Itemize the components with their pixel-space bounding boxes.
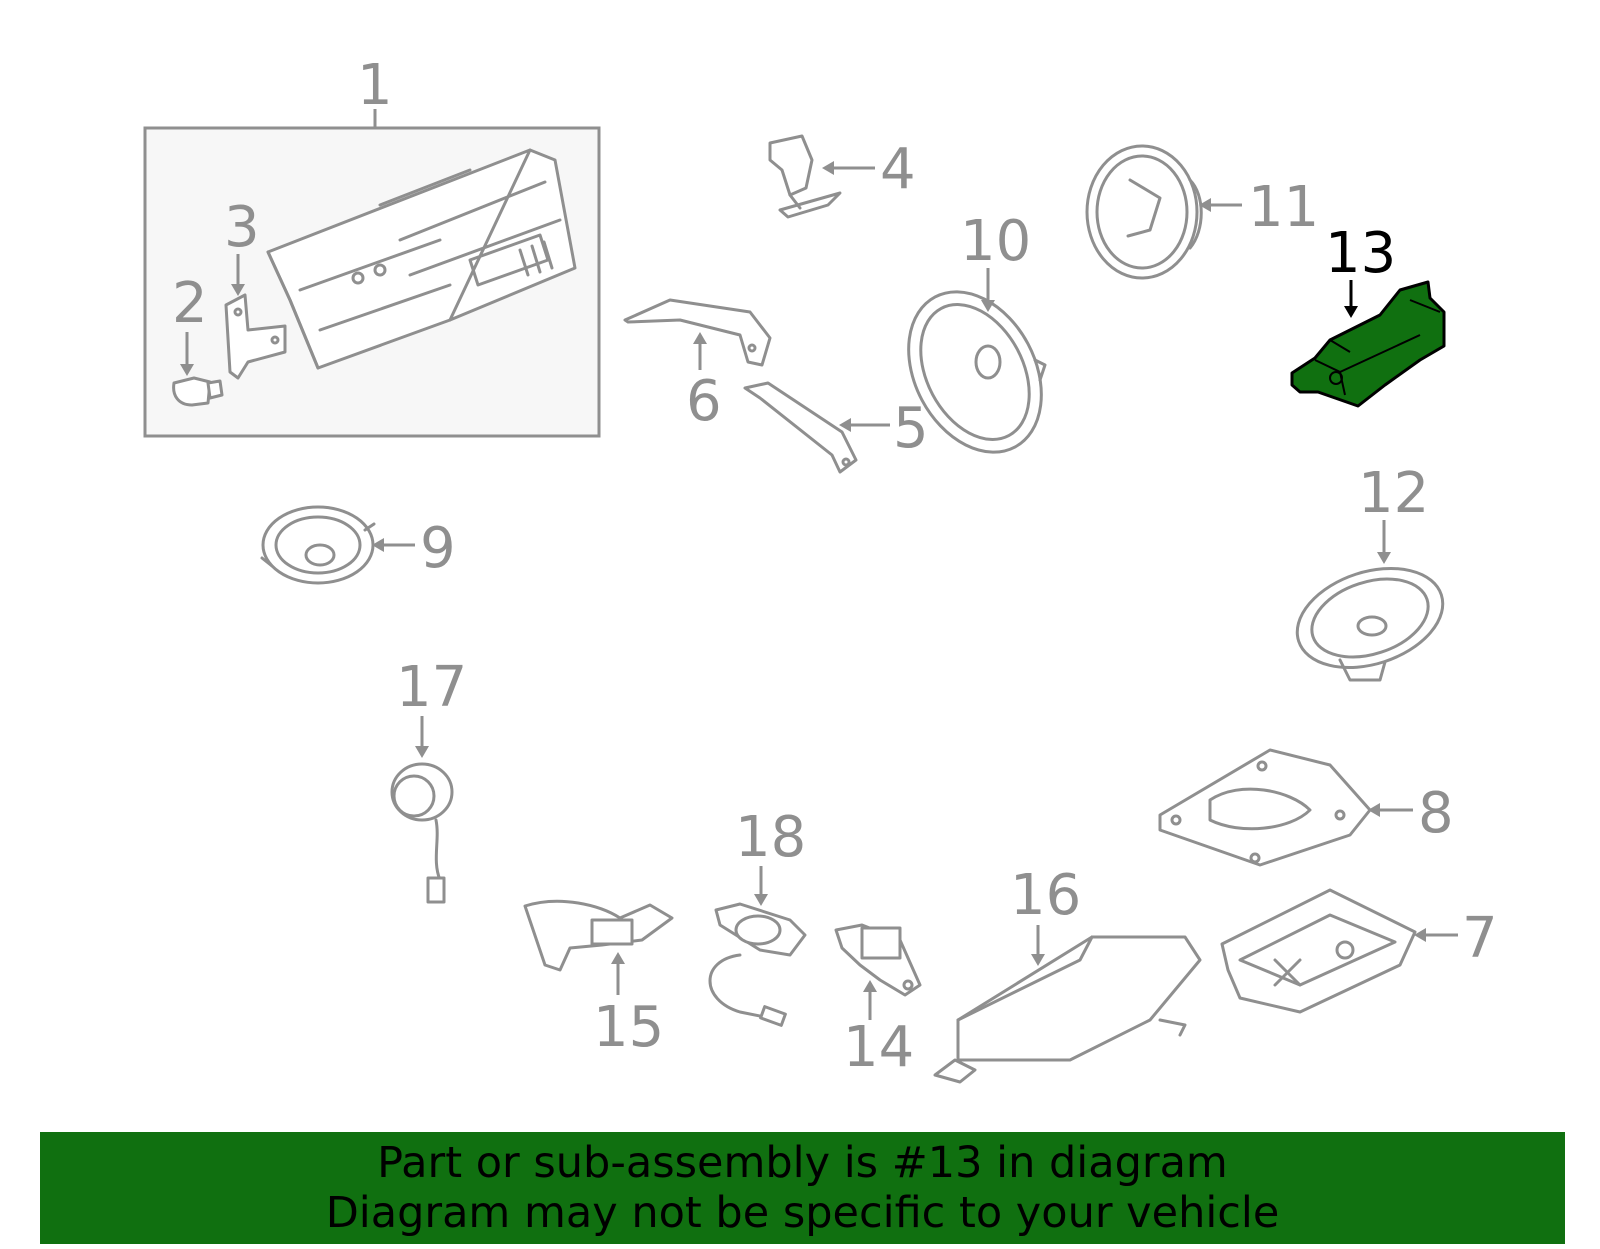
callout-5: 5 bbox=[893, 396, 929, 461]
part-7-tray[interactable] bbox=[1220, 888, 1417, 1014]
part-4-bracket[interactable] bbox=[768, 134, 842, 219]
part-14-relay[interactable] bbox=[834, 923, 922, 997]
part-12-oval-speaker[interactable] bbox=[1284, 551, 1455, 685]
callout-9: 9 bbox=[420, 516, 456, 581]
callout-6: 6 bbox=[686, 369, 722, 434]
part-5-bracket[interactable] bbox=[743, 381, 858, 474]
callout-18: 18 bbox=[735, 805, 806, 870]
part-15-harness[interactable] bbox=[523, 899, 674, 972]
callout-16: 16 bbox=[1010, 863, 1081, 928]
callout-15: 15 bbox=[593, 995, 664, 1060]
callout-4: 4 bbox=[880, 137, 916, 202]
part-10-oval-speaker[interactable] bbox=[882, 269, 1068, 475]
banner-line-2: Diagram may not be specific to your vehi… bbox=[325, 1188, 1280, 1238]
callout-8: 8 bbox=[1418, 781, 1454, 846]
info-banner: Part or sub-assembly is #13 in diagram D… bbox=[40, 1132, 1565, 1244]
part-13-module-highlighted[interactable] bbox=[1290, 280, 1446, 408]
callout-2: 2 bbox=[172, 271, 208, 336]
callout-17: 17 bbox=[396, 655, 467, 720]
part-6-bracket[interactable] bbox=[623, 298, 772, 367]
part-11-round-speaker[interactable] bbox=[1085, 144, 1203, 280]
callout-14: 14 bbox=[843, 1015, 914, 1080]
part-2-knob[interactable] bbox=[172, 376, 224, 407]
callout-13: 13 bbox=[1325, 221, 1396, 286]
callout-10: 10 bbox=[960, 209, 1031, 274]
callout-1: 1 bbox=[357, 53, 393, 118]
callout-3: 3 bbox=[224, 195, 260, 260]
part-16-amplifier[interactable] bbox=[933, 935, 1202, 1084]
part-8-mounting-plate[interactable] bbox=[1158, 748, 1372, 867]
callout-11: 11 bbox=[1248, 175, 1319, 240]
part-9-small-speaker[interactable] bbox=[260, 505, 376, 585]
banner-line-1: Part or sub-assembly is #13 in diagram bbox=[377, 1138, 1228, 1188]
part-3-bracket[interactable] bbox=[224, 293, 287, 380]
callout-12: 12 bbox=[1358, 461, 1429, 526]
part-17-tweeter[interactable] bbox=[390, 762, 454, 904]
callout-7: 7 bbox=[1462, 906, 1498, 971]
part-18-sensor[interactable] bbox=[708, 902, 807, 1027]
